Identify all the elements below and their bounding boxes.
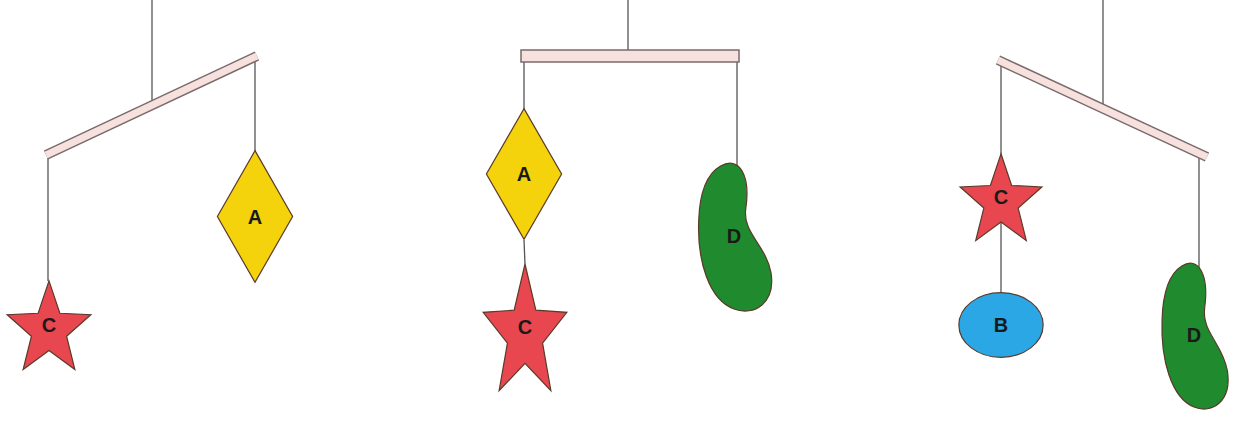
diamond-node: A (486, 108, 562, 240)
label-holder: A (217, 150, 293, 283)
shape-letter: D (1187, 325, 1201, 345)
star-shape-outline (483, 264, 567, 391)
shape-letter: D (727, 226, 741, 246)
shape-letter: A (248, 207, 262, 227)
hanging-string (524, 240, 525, 264)
star-node: C (481, 257, 569, 397)
star-node: C (5, 276, 93, 374)
label-holder: B (958, 292, 1044, 358)
shape-letter: C (42, 315, 56, 335)
bean-node: D (1156, 260, 1232, 410)
diamond-shape-outline (217, 151, 292, 283)
mobile-bars (46, 50, 1207, 157)
shape-letter: A (517, 164, 531, 184)
label-holder: C (481, 257, 569, 397)
star-shape-outline (960, 154, 1042, 241)
label-holder: C (958, 149, 1044, 245)
shape-letter: C (518, 317, 532, 337)
diamond-node: A (217, 150, 293, 283)
bean-node: D (692, 160, 776, 312)
label-holder: D (692, 160, 776, 312)
bean-shape-outline (1162, 263, 1228, 409)
star-node: C (958, 149, 1044, 245)
star-shape-outline (7, 281, 91, 370)
bean-shape-outline (699, 163, 772, 311)
shape-letter: C (994, 187, 1008, 207)
hanging-string (1000, 222, 1001, 292)
label-holder: C (5, 276, 93, 374)
label-holder: A (486, 108, 562, 240)
oval-shape-outline (959, 293, 1043, 358)
ellipse-node: B (958, 292, 1044, 358)
strings (48, 0, 1199, 281)
shape-letter: B (994, 315, 1008, 335)
label-holder: D (1156, 260, 1232, 410)
diamond-shape-outline (486, 109, 561, 240)
